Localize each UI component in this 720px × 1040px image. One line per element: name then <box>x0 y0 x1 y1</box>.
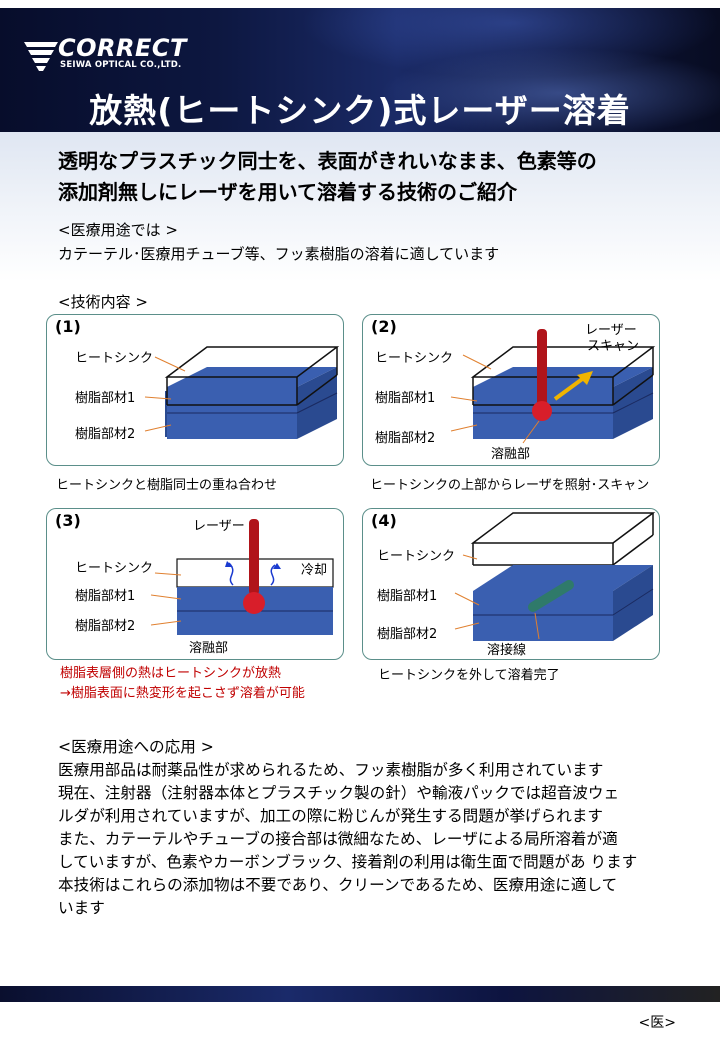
label-resin-1: 樹脂部材1 <box>75 391 136 406</box>
logo-subtitle: SEIWA OPTICAL CO.,LTD. <box>60 60 182 70</box>
caption-step-4: ヒートシンクを外して溶着完了 <box>378 668 560 683</box>
page-title: 放熱(ヒートシンク)式レーザー溶着 <box>89 91 631 130</box>
label-weld-line: 溶接線 <box>487 643 527 658</box>
label-resin-2: 樹脂部材2 <box>75 427 136 442</box>
step-number: (2) <box>371 317 397 336</box>
laser-beam <box>249 519 259 595</box>
melt-zone <box>243 592 265 614</box>
label-melt-zone: 溶融部 <box>189 641 229 656</box>
caption-step-3: 樹脂表層側の熱はヒートシンクが放熱 →樹脂表面に熱変形を起こさず溶着が可能 <box>60 664 305 704</box>
medical-text: カテーテル･医療用チューブ等、フッ素樹脂の溶着に適しています <box>58 245 500 263</box>
label-heatsink: ヒートシンク <box>75 561 154 576</box>
caption-step-1: ヒートシンクと樹脂同士の重ね合わせ <box>56 478 278 493</box>
application-heading: <医療用途への応用 > <box>58 738 214 756</box>
label-cooling: 冷却 <box>301 563 328 578</box>
scan-arrow <box>553 375 587 401</box>
diagram-step-4 <box>454 512 656 641</box>
intro-background <box>0 132 720 282</box>
application-line: います <box>58 899 105 917</box>
label-resin-1: 樹脂部材1 <box>375 391 436 406</box>
footer-banner <box>0 986 720 1002</box>
caption-step-3-line-1: 樹脂表層側の熱はヒートシンクが放熱 <box>60 666 282 681</box>
application-line: また、カテーテルやチューブの接合部は微細なため、レーザによる局所溶着が適 <box>58 830 618 848</box>
medical-heading: <医療用途では > <box>58 221 178 239</box>
application-line: ルダが利用されていますが、加工の際に粉じんが発生する問題が挙げられます <box>58 807 604 825</box>
melt-zone <box>532 401 552 421</box>
label-heatsink: ヒートシンク <box>375 351 454 366</box>
label-laser: レーザー <box>193 519 245 534</box>
application-line: 医療用部品は耐薬品性が求められるため、フッ素樹脂が多く利用されています <box>58 761 604 779</box>
label-resin-1: 樹脂部材1 <box>377 589 438 604</box>
tech-heading: <技術内容 > <box>58 293 148 311</box>
application-line: 本技術はこれらの添加物は不要であり、クリーンであるため、医療用途に適して <box>58 876 618 894</box>
company-logo-icon <box>24 42 58 71</box>
panel-step-3: (3) レーザー 冷却 ヒートシンク 樹脂部材1 樹脂部材2 溶融部 <box>46 508 344 660</box>
heat-flow-arrow <box>270 564 276 586</box>
laser-beam <box>537 329 547 409</box>
header-banner: CORRECT SEIWA OPTICAL CO.,LTD. 放熱(ヒートシンク… <box>0 8 720 132</box>
banner-light-streak <box>380 48 720 132</box>
label-resin-2: 樹脂部材2 <box>375 431 436 446</box>
headline-line-1: 透明なプラスチック同士を、表面がきれいなまま、色素等の <box>58 149 597 173</box>
label-laser: レーザー <box>585 323 637 338</box>
label-melt-zone: 溶融部 <box>491 447 531 462</box>
label-scan: スキャン <box>587 339 640 354</box>
headline: 透明なプラスチック同士を、表面がきれいなまま、色素等の 添加剤無しにレーザを用い… <box>58 146 597 208</box>
step-number: (4) <box>371 511 397 530</box>
caption-step-2: ヒートシンクの上部からレーザを照射･スキャン <box>370 478 650 493</box>
step-number: (3) <box>55 511 81 530</box>
panel-step-2: (2) ヒートシンク 樹脂部材1 樹脂部材2 レーザー スキャン 溶融部 <box>362 314 660 466</box>
diagram-step-2 <box>450 329 656 444</box>
panel-step-1: (1) ヒートシンク 樹脂部材1 樹脂部材2 <box>46 314 344 466</box>
diagram-step-3 <box>150 519 334 635</box>
label-heatsink: ヒートシンク <box>75 351 154 366</box>
page-mark: <医> <box>638 1015 676 1031</box>
application-section: <医療用途への応用 > 医療用部品は耐薬品性が求められるため、フッ素樹脂が多く利… <box>58 736 678 920</box>
weld-line <box>528 580 574 612</box>
diagram-step-1 <box>144 346 340 439</box>
logo-text: CORRECT <box>58 34 187 62</box>
label-heatsink: ヒートシンク <box>377 549 456 564</box>
caption-step-3-line-2: →樹脂表面に熱変形を起こさず溶着が可能 <box>60 686 305 701</box>
label-resin-1: 樹脂部材1 <box>75 589 136 604</box>
label-resin-2: 樹脂部材2 <box>377 627 438 642</box>
application-line: していますが、色素やカーボンブラック、接着剤の利用は衛生面で問題があ ります <box>58 853 638 871</box>
headline-line-2: 添加剤無しにレーザを用いて溶着する技術のご紹介 <box>58 180 517 204</box>
application-line: 現在、注射器（注射器本体とプラスチック製の針）や輸液パックでは超音波ウェ <box>58 784 620 802</box>
panel-step-4: (4) ヒートシンク 樹脂部材1 樹脂部材2 溶接線 <box>362 508 660 660</box>
label-resin-2: 樹脂部材2 <box>75 619 136 634</box>
step-number: (1) <box>55 317 81 336</box>
